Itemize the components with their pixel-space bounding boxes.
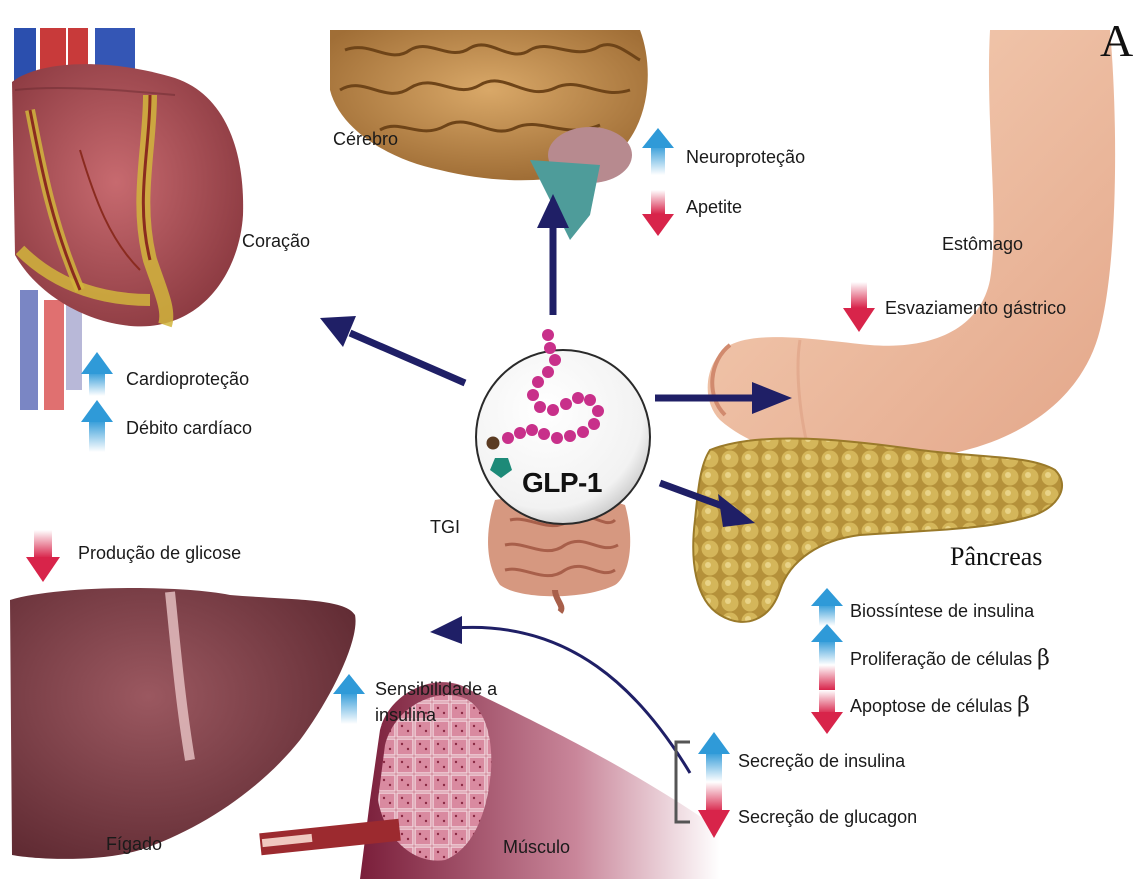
liver-label: Fígado [106,833,162,855]
glp1-label: GLP-1 [522,467,602,499]
effect-glucagon-secretion: Secreção de glucagon [738,806,917,828]
beta-symbol: β [1037,646,1050,671]
muscle-illustration [259,682,720,879]
panel-letter: A [1100,14,1133,67]
effect-beta-cell-apoptosis: Apoptose de células β [850,695,1030,717]
pancreas-label: Pâncreas [950,542,1042,572]
effect-insulin-sensitivity-line2: insulina [375,704,436,726]
effect-cardiac-output: Débito cardíaco [126,417,252,439]
effect-gastric-emptying: Esvaziamento gástrico [885,297,1066,319]
heart-illustration [12,28,243,410]
pancreas-illustration [693,438,1062,621]
effect-beta-cell-proliferation-text: Proliferação de células [850,649,1032,669]
effect-insulin-sensitivity-line1: Sensibilidade a [375,678,497,700]
liver-illustration [10,588,356,859]
effect-appetite: Apetite [686,196,742,218]
effect-neuroprotection: Neuroproteção [686,146,805,168]
effect-insulin-biosynthesis: Biossíntese de insulina [850,600,1034,622]
heart-label: Coração [242,230,310,252]
effect-beta-cell-apoptosis-text: Apoptose de células [850,696,1012,716]
effect-beta-cell-proliferation: Proliferação de células β [850,648,1050,670]
effect-glucose-production: Produção de glicose [78,542,241,564]
effect-insulin-secretion: Secreção de insulina [738,750,905,772]
gut-label: TGI [430,516,460,538]
muscle-label: Músculo [503,836,570,858]
beta-symbol: β [1017,693,1030,718]
brain-label: Cérebro [333,128,398,150]
stomach-label: Estômago [942,233,1023,255]
effect-cardioprotection: Cardioproteção [126,368,249,390]
